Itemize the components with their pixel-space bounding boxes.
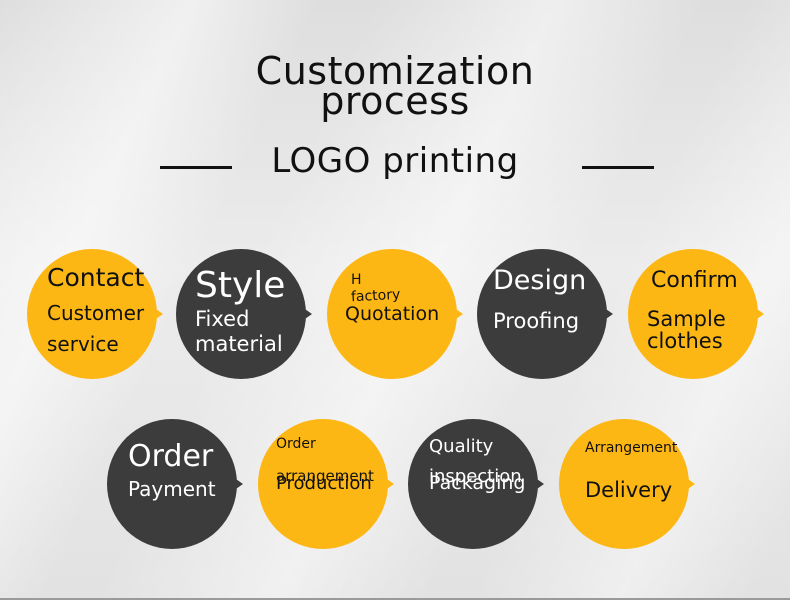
step-top-label: Arrangement: [585, 440, 678, 456]
step-contact-customer-service: Contact Customer service: [27, 249, 163, 379]
step-order-payment: Order Payment: [107, 419, 243, 549]
step-title: Design: [493, 265, 587, 296]
subtitle: LOGO printing: [271, 141, 519, 181]
step-circle: [477, 249, 607, 379]
arrow-right-icon: [534, 477, 544, 491]
step-circle: [176, 249, 306, 379]
step-label: Sample: [647, 307, 726, 331]
step-label: Fixed: [195, 307, 250, 331]
step-circle: [107, 419, 237, 549]
step-label: Quotation: [345, 303, 440, 325]
step-title: Style: [195, 265, 286, 306]
step-title: Order: [128, 439, 214, 474]
step-top-label: Order: [276, 436, 316, 452]
arrow-right-icon: [754, 307, 764, 321]
arrow-right-icon: [384, 477, 394, 491]
page-title-line2: process: [320, 79, 470, 123]
right-divider: [582, 166, 654, 169]
page-title: Customization: [255, 49, 535, 93]
step-top-label: inspection: [429, 466, 522, 487]
step-design-proofing: Design Proofing: [477, 249, 613, 379]
step-circle: [559, 419, 689, 549]
arrow-right-icon: [302, 307, 312, 321]
step-circle: [258, 419, 388, 549]
step-top-label: H: [351, 272, 362, 288]
bottom-border: [0, 598, 790, 600]
step-top-label: arrangement: [276, 467, 374, 485]
step-circle: [628, 249, 758, 379]
step-label: clothes: [647, 329, 723, 353]
step-arrangement-delivery: Arrangement Delivery: [559, 419, 695, 549]
step-label: Packaging: [429, 472, 526, 494]
step-circle: [27, 249, 157, 379]
step-label: Production: [276, 473, 372, 494]
step-label: Payment: [128, 477, 216, 501]
step-style-fixed-material: Style Fixed material: [176, 249, 312, 379]
arrow-right-icon: [685, 477, 695, 491]
step-top-label: Quality: [429, 436, 494, 457]
step-title: Confirm: [651, 268, 738, 293]
step-quality-inspection-packaging: Quality inspection Packaging: [408, 419, 544, 549]
arrow-right-icon: [453, 307, 463, 321]
left-divider: [160, 166, 232, 169]
step-label: material: [195, 332, 283, 356]
step-confirm-sample-clothes: Confirm Sample clothes: [628, 249, 764, 379]
step-title: Contact: [47, 263, 145, 292]
step-label: Delivery: [585, 478, 673, 502]
step-circle: [408, 419, 538, 549]
step-order-arrangement-production: Order arrangement Production: [258, 419, 394, 549]
step-label: Customer: [47, 301, 145, 325]
arrow-right-icon: [233, 477, 243, 491]
step-label: Proofing: [493, 309, 580, 333]
arrow-right-icon: [603, 307, 613, 321]
step-circle: [327, 249, 457, 379]
step-label: service: [47, 332, 119, 356]
step-factory-quotation: H factory Quotation: [327, 249, 463, 379]
arrow-right-icon: [153, 307, 163, 321]
